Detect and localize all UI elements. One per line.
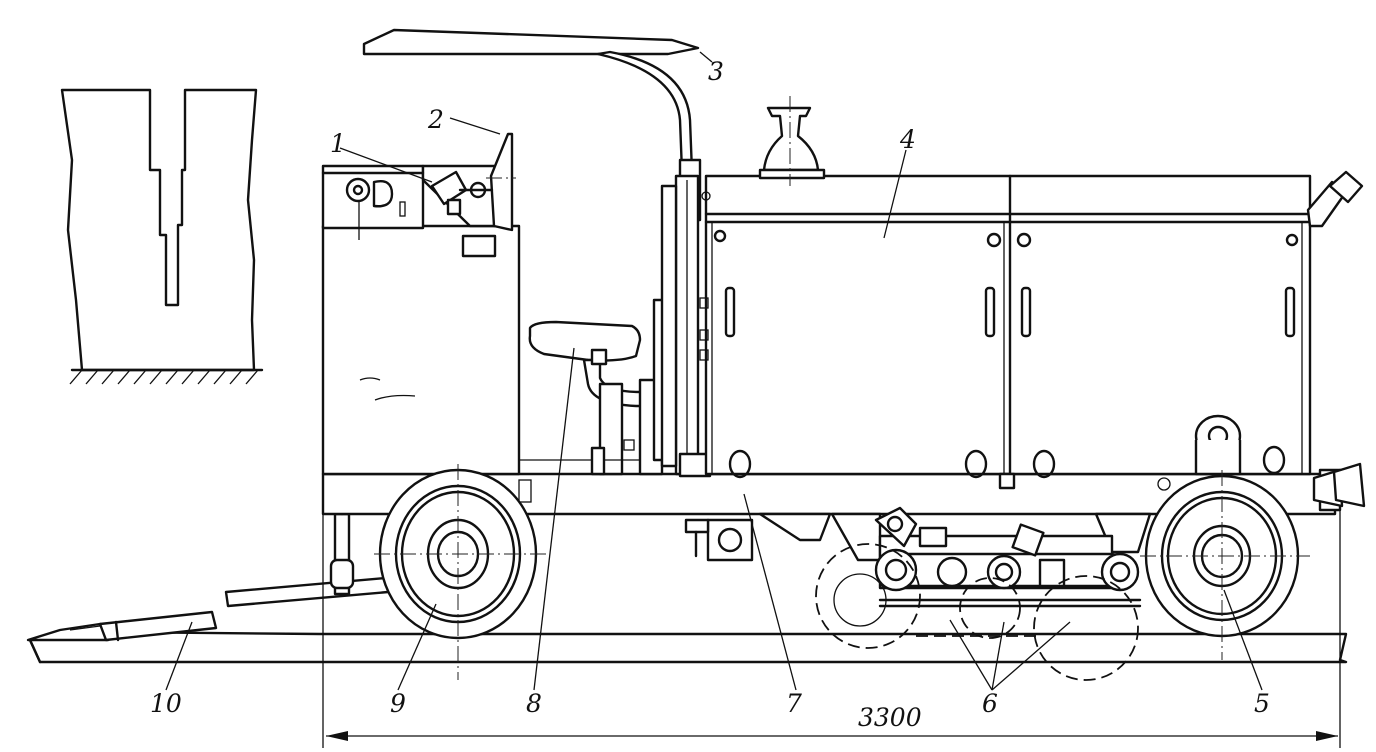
- dimension-3300: 3300: [858, 703, 922, 732]
- tow-bar: [224, 498, 390, 608]
- cutting-tool-10: [26, 610, 218, 642]
- rear-wheel-5: [1140, 470, 1310, 660]
- callout-8: 8: [526, 689, 542, 718]
- handwheel-2: [458, 132, 516, 232]
- callout-5: 5: [1254, 689, 1270, 718]
- control-cabinet-1: [321, 164, 521, 476]
- callout-10: 10: [150, 689, 182, 718]
- concrete-cut-section-inset: [60, 88, 264, 385]
- overall-length-dimension: 3300: [322, 504, 1341, 748]
- callout-labels: 1 2 3 4 5 6 7 8 9 10: [150, 57, 1270, 718]
- callout-2: 2: [427, 105, 444, 134]
- callout-9: 9: [390, 689, 406, 718]
- mast-column: [660, 174, 712, 478]
- crawler-track-carriage-6: [684, 506, 1152, 681]
- front-wheel-9: [374, 464, 546, 680]
- power-unit-housing-4: [699, 96, 1366, 508]
- callout-3: 3: [708, 57, 724, 86]
- callout-1: 1: [330, 129, 346, 158]
- callout-7: 7: [786, 689, 802, 718]
- callout-6: 6: [982, 689, 998, 718]
- callout-4: 4: [899, 125, 916, 154]
- ground-concrete-slab: [28, 630, 1348, 664]
- leader-lines: [165, 51, 1263, 691]
- operator-seat-8: [519, 298, 672, 476]
